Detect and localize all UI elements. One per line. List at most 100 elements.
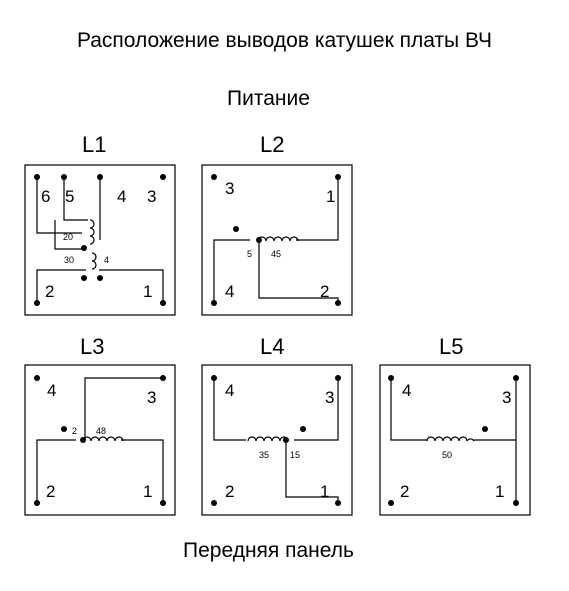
coil-L4-pin-3: 3 (325, 388, 334, 407)
coil-L4-turns-15: 15 (290, 450, 300, 460)
coil-L1-pin-6: 6 (41, 187, 50, 206)
coil-L4-wire (213, 378, 246, 441)
pin-dot (233, 226, 239, 232)
pin-dot (34, 300, 40, 306)
coil-L1-wire (99, 269, 164, 303)
pin-dot (256, 237, 262, 243)
coil-L3 (24, 364, 176, 516)
pin-dot (81, 275, 87, 281)
coil-L4 (201, 364, 353, 516)
top-side-label: Питание (227, 87, 310, 110)
coil-L5 (379, 364, 531, 516)
coil-L3-pin-2: 2 (46, 482, 55, 501)
coil-L2-name: L2 (260, 132, 284, 157)
coil-L3-wire (121, 439, 164, 503)
coil-L3-winding (82, 436, 124, 442)
coil-L4-winding (247, 436, 289, 442)
coil-L1-turns-20: 20 (63, 232, 73, 242)
coil-L4-name: L4 (260, 334, 284, 359)
coil-L2-pin-4: 4 (225, 282, 234, 301)
coil-L3-pin-3: 3 (147, 388, 156, 407)
pin-dot (34, 500, 40, 506)
coil-L3-wire (36, 439, 76, 503)
coil-L1-wire (36, 177, 82, 234)
coil-L5-pin-3: 3 (502, 388, 511, 407)
coil-L5-pin-1: 1 (495, 482, 504, 501)
coil-L2-pin-2: 2 (320, 282, 329, 301)
coil-L5-wire (390, 378, 427, 441)
pin-dot (97, 174, 103, 180)
pin-dot (283, 437, 289, 443)
pin-dot (335, 500, 341, 506)
coil-L3-turns-48: 48 (96, 426, 106, 436)
coil-L4-turns-35: 35 (259, 450, 269, 460)
coil-L5-outline (379, 364, 531, 516)
pin-dot (335, 174, 341, 180)
pin-dot (160, 174, 166, 180)
pin-dot (513, 500, 519, 506)
coil-L2-turns-5: 5 (247, 249, 252, 259)
coil-L1-outline (24, 164, 176, 316)
pin-dot (300, 426, 306, 432)
pin-dot (513, 375, 519, 381)
coil-L1-winding (89, 219, 95, 245)
coil-L3-pin-4: 4 (47, 381, 56, 400)
pin-dot (388, 375, 394, 381)
pin-dot (61, 426, 67, 432)
pin-dot (388, 500, 394, 506)
coil-L1-name: L1 (82, 132, 106, 157)
pin-dot (482, 426, 488, 432)
coil-L2-winding (257, 236, 299, 242)
coil-L1-pin-5: 5 (65, 187, 74, 206)
coil-L5-pin-4: 4 (402, 381, 411, 400)
coil-L4-outline (201, 364, 353, 516)
pin-dot (61, 174, 67, 180)
coil-L2-turns-45: 45 (271, 249, 281, 259)
pin-dot (211, 174, 217, 180)
pin-dots (34, 174, 519, 506)
pin-dot (34, 174, 40, 180)
coil-L4-pin-4: 4 (225, 381, 234, 400)
pin-dot (211, 300, 217, 306)
coil-L2-outline (201, 164, 353, 316)
bottom-side-label: Передняя панель (183, 539, 354, 562)
coil-L4-wire (294, 378, 339, 441)
coil-L1-pin-2: 2 (45, 282, 54, 301)
coil-L2-wire (213, 239, 250, 303)
coil-L2-pin-3: 3 (225, 179, 234, 198)
pin-dot (335, 375, 341, 381)
coil-L4-pin-2: 2 (225, 482, 234, 501)
pin-dot (80, 437, 86, 443)
pin-dot (211, 500, 217, 506)
coil-L1-turns-4: 4 (104, 255, 109, 265)
coil-L1-pin-4: 4 (117, 187, 126, 206)
pin-dot (34, 375, 40, 381)
coil-L3-name: L3 (80, 334, 104, 359)
coil-L1-pin-3: 3 (147, 187, 156, 206)
coil-L4-pin-1: 1 (320, 482, 329, 501)
coil-L1-turns-30: 30 (64, 255, 74, 265)
coil-L3-outline (24, 364, 176, 516)
pin-dot (160, 375, 166, 381)
coil-L1-wire (63, 177, 88, 221)
coil-L1-winding (91, 252, 97, 270)
pin-dot (211, 375, 217, 381)
coil-L1-pin-1: 1 (143, 282, 152, 301)
coil-L5-name: L5 (439, 334, 463, 359)
pin-dot (160, 500, 166, 506)
coil-L1-wire (54, 220, 82, 250)
coil-L3-pin-1: 1 (143, 482, 152, 501)
pin-dot (335, 300, 341, 306)
pin-dot (81, 245, 87, 251)
diagram-title: Расположение выводов катушек платы ВЧ (76, 29, 493, 52)
coil-L2 (201, 164, 353, 316)
coil-L3-wire (84, 377, 163, 440)
pin-dot (160, 300, 166, 306)
coil-L5-pin-2: 2 (400, 482, 409, 501)
pin-dot (97, 275, 103, 281)
coil-L2-pin-1: 1 (326, 187, 335, 206)
coil-L5-turns-50: 50 (442, 450, 452, 460)
coil-L1 (24, 164, 176, 316)
coil-L1-wire (36, 269, 86, 303)
coil-L2-wire (296, 177, 339, 241)
